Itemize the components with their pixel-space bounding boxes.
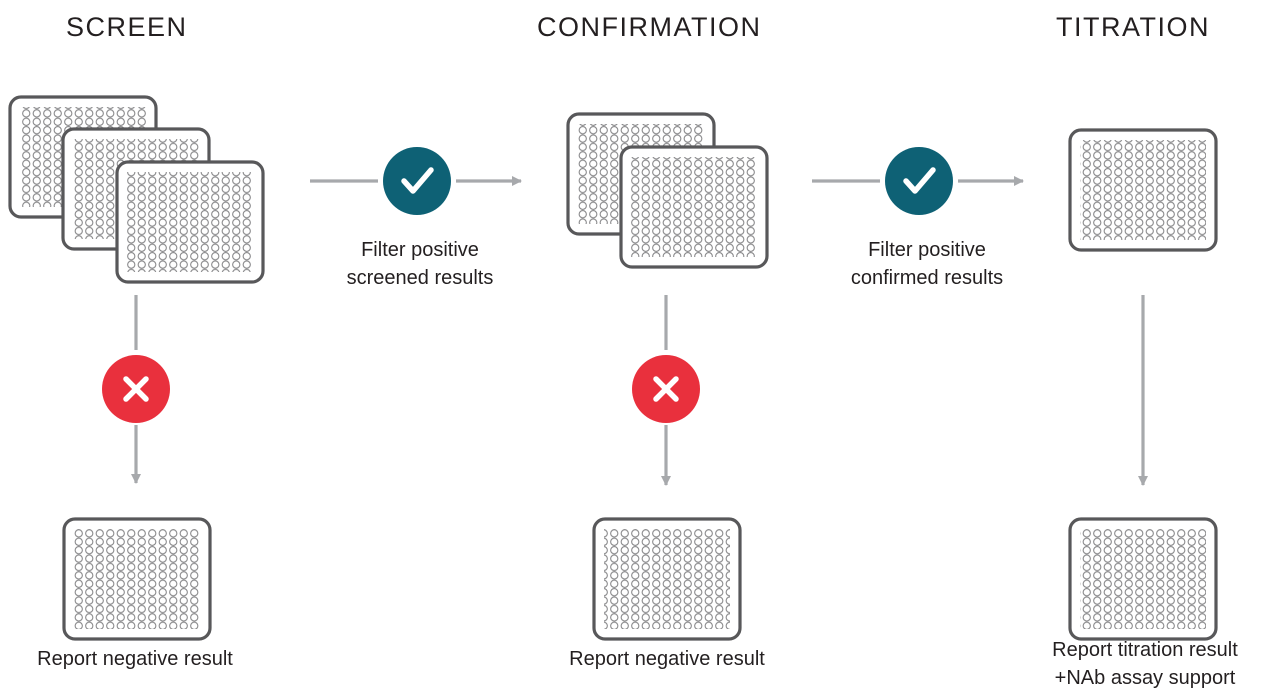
icons-layer xyxy=(102,147,953,423)
confirmation-negative-report-plate xyxy=(592,517,742,641)
check-circle xyxy=(885,147,953,215)
check-mark xyxy=(903,167,936,194)
titration-report-line-2: +NAb assay support xyxy=(1054,667,1236,689)
titration-report-label: Report titration result +NAb assay suppo… xyxy=(1030,636,1260,692)
screen-negative-report-label: Report negative result xyxy=(37,648,233,670)
plate-wells xyxy=(1080,140,1206,240)
stage-title-confirmation: CONFIRMATION xyxy=(537,12,762,42)
filter-confirmed-label: Filter positive confirmed results xyxy=(817,236,1037,292)
filter-confirmed-line-1: Filter positive xyxy=(868,239,986,261)
screen-fail-x-icon xyxy=(102,355,170,423)
titration-report-plate xyxy=(1068,517,1218,641)
filter-screened-line-1: Filter positive xyxy=(361,239,479,261)
confirmation-fail-x-icon xyxy=(632,355,700,423)
filter-confirmed-line-2: confirmed results xyxy=(850,267,1004,289)
plates-layer xyxy=(8,95,1218,641)
plate-wells xyxy=(1080,529,1206,629)
check-circle xyxy=(383,147,451,215)
arrows-layer xyxy=(130,175,1149,487)
filter-screened-line-2: screened results xyxy=(346,267,494,289)
plate-wells xyxy=(127,172,253,272)
stage-title-titration: TITRATION xyxy=(1056,12,1210,42)
x-mark xyxy=(123,376,149,402)
plate-wells xyxy=(631,157,757,257)
screen-plate-front xyxy=(115,160,265,284)
filter-screened-label: Filter positive screened results xyxy=(320,236,520,292)
stage-title-screen: SCREEN xyxy=(66,12,188,42)
titration-plate xyxy=(1068,128,1218,252)
check-mark xyxy=(401,167,434,194)
titration-report-line-1: Report titration result xyxy=(1052,639,1238,661)
confirmation-plate-front xyxy=(619,145,769,269)
plate-wells xyxy=(74,529,200,629)
confirmation-negative-report-label: Report negative result xyxy=(569,648,765,670)
screen-negative-report-plate xyxy=(62,517,212,641)
plate-wells xyxy=(604,529,730,629)
x-mark xyxy=(653,376,679,402)
confirmation-pass-check-icon xyxy=(885,147,953,215)
screen-pass-check-icon xyxy=(383,147,451,215)
